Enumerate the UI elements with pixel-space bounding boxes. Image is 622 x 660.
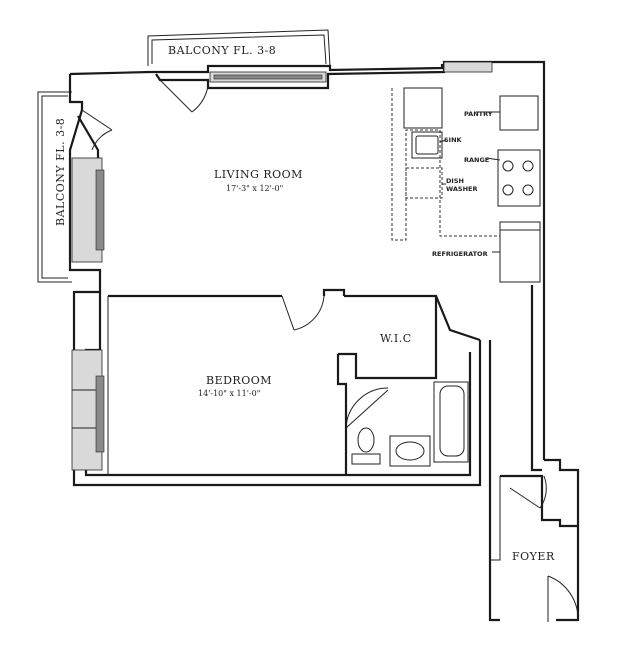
foyer-closet	[490, 474, 578, 561]
foyer-label: FOYER	[512, 550, 555, 563]
balcony-left: BALCONY FL. 3-8	[37, 91, 72, 283]
range-label: RANGE	[464, 156, 489, 164]
dishwasher-label-2: WASHER	[446, 185, 477, 193]
pantry-label: PANTRY	[464, 110, 493, 118]
kitchen: PANTRY SINK RANGE DISH WASHER REFRIGERAT…	[391, 87, 541, 283]
bedroom-label: BEDROOM	[206, 374, 272, 387]
living-room-label: LIVING ROOM	[214, 168, 303, 181]
sink-label: SINK	[444, 136, 463, 144]
wic-label: W.I.C	[380, 332, 412, 345]
dishwasher-label-1: DISH	[446, 177, 464, 185]
bathroom	[351, 381, 469, 467]
windows	[71, 61, 493, 471]
bedroom-dims: 14'-10" x 11'-0"	[198, 389, 260, 398]
doors	[81, 79, 579, 622]
refrigerator-label: REFRIGERATOR	[432, 250, 488, 258]
bedroom-partitions	[107, 288, 438, 476]
walls	[68, 60, 580, 622]
balcony-left-label: BALCONY FL. 3-8	[54, 118, 67, 226]
living-room-dims: 17'-3" x 12'-0"	[226, 184, 283, 193]
balcony-top: BALCONY FL. 3-8	[147, 29, 331, 67]
balcony-top-label: BALCONY FL. 3-8	[168, 44, 276, 57]
